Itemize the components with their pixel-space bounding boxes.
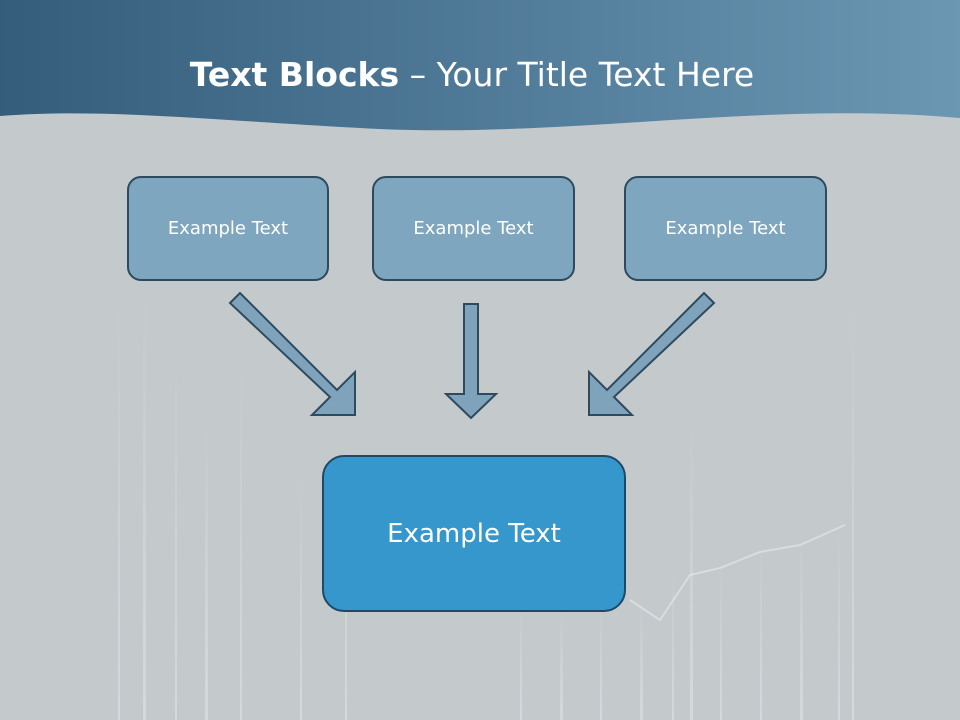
- title-dash: –: [399, 55, 437, 94]
- text-box-bottom-label: Example Text: [387, 518, 561, 549]
- arrow-left: [228, 291, 356, 416]
- text-box-right[interactable]: Example Text: [624, 176, 827, 281]
- slide-title: Text Blocks – Your Title Text Here: [0, 52, 960, 98]
- text-box-bottom[interactable]: Example Text: [322, 455, 626, 612]
- text-box-right-label: Example Text: [665, 218, 786, 239]
- text-box-middle-label: Example Text: [413, 218, 534, 239]
- text-box-left[interactable]: Example Text: [127, 176, 329, 281]
- header-band: [0, 0, 960, 131]
- title-bold: Text Blocks: [189, 55, 400, 94]
- arrow-middle: [443, 303, 499, 420]
- title-rest: Your Title Text Here: [436, 55, 755, 94]
- text-box-left-label: Example Text: [167, 218, 289, 239]
- arrow-right: [588, 291, 716, 416]
- text-box-middle[interactable]: Example Text: [372, 176, 575, 281]
